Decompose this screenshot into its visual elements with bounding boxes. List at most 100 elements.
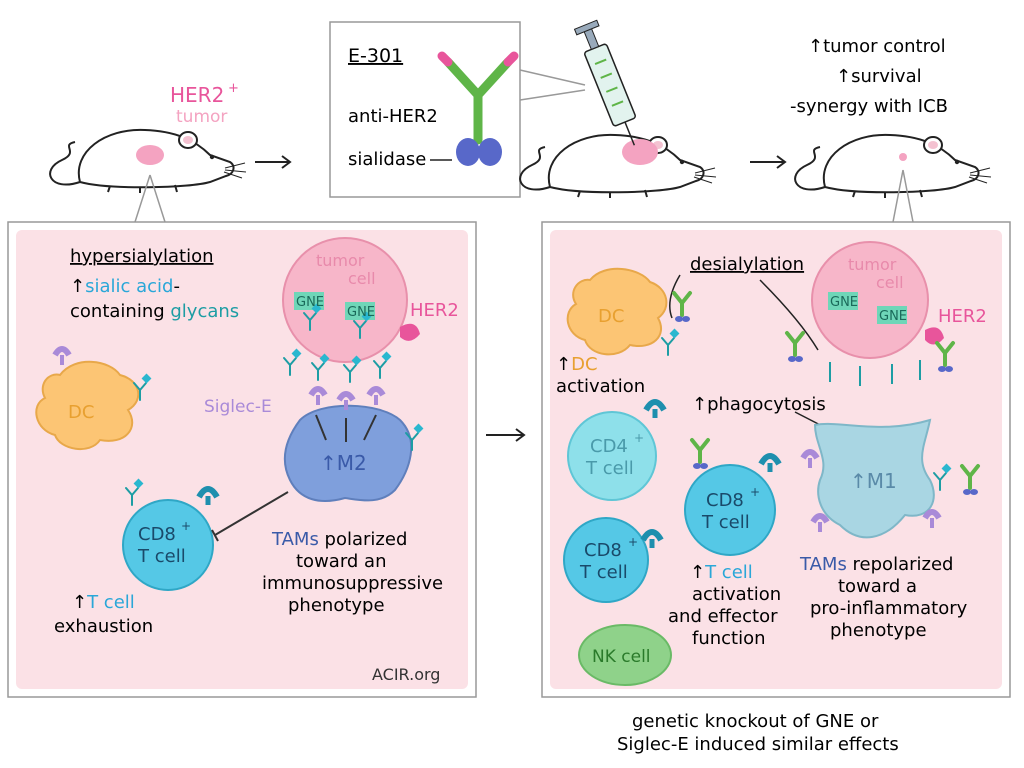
left-tcell-label: T cell (137, 546, 186, 567)
left-cd8-sup: + (181, 519, 191, 533)
dc-act-arrow: ↑ (556, 354, 571, 375)
right-tumor-word: tumor (848, 255, 897, 274)
zoom-lines (519, 69, 586, 101)
containing-word: containing (70, 301, 170, 322)
sialic-acid-line: ↑sialic acid- (70, 276, 180, 297)
tact-arrow: ↑ (690, 562, 705, 583)
dc-act-word: DC (571, 354, 597, 375)
right-tams-line1: TAMs repolarized (799, 554, 953, 575)
left-gne-1: GNE (296, 295, 324, 310)
sialic-acid-word: sialic acid (85, 276, 173, 297)
right-dc-label: DC (598, 306, 624, 327)
cd4-sup: + (634, 431, 644, 445)
footer-line2: Siglec-E induced similar effects (617, 734, 899, 755)
untreated-mouse (49, 128, 247, 194)
right-tams-line2: toward a (838, 576, 917, 597)
tumor-label: tumor (176, 107, 227, 127)
left-tams-line3: immunosuppressive (262, 573, 443, 594)
left-her2-label: HER2 (410, 300, 459, 321)
m2-macrophage (283, 389, 425, 502)
tact-tcell-word: T cell (704, 562, 753, 583)
dc-activation-line2: activation (556, 376, 645, 397)
left-tams-rest: polarized (319, 529, 408, 550)
cd4-label: CD4 (590, 436, 628, 457)
hypersialylation-title: hypersialylation (70, 246, 214, 267)
left-tumor-word: tumor (316, 251, 365, 270)
left-tumor-cell (282, 237, 420, 363)
left-zoom-lines (134, 174, 166, 223)
cd8b-label: CD8 (584, 540, 622, 561)
right-dc (566, 267, 692, 356)
tact-line1: ↑T cell (690, 562, 753, 583)
panel-arrow (486, 428, 526, 442)
cd8a-tcell-label: T cell (701, 512, 750, 533)
arrow-1 (255, 155, 292, 169)
cured-mouse (794, 133, 992, 199)
cd4-tcell-label: T cell (585, 458, 634, 479)
e301-title: E-301 (348, 45, 403, 67)
right-gne-1: GNE (830, 295, 858, 310)
exhaustion-line2: exhaustion (54, 616, 153, 637)
sialic-arrow: ↑ (70, 276, 85, 297)
right-zoom-lines (892, 169, 914, 223)
desialylation-pointers (669, 274, 819, 351)
right-tams-line4: phenotype (830, 620, 927, 641)
outcome-3: -synergy with ICB (790, 96, 948, 117)
e301-box (329, 21, 521, 198)
her2-plus-label: HER2 (170, 83, 224, 107)
nk-label: NK cell (592, 647, 651, 667)
nk-cell (578, 624, 672, 686)
desialylation-title: desialylation (690, 254, 804, 275)
right-gne-2: GNE (879, 309, 907, 324)
left-cd8-tcell (122, 477, 289, 591)
right-cell-word: cell (876, 273, 904, 292)
left-tams-line2: toward an (296, 551, 387, 572)
cd8a-sup: + (750, 485, 760, 499)
left-tams-word: TAMs (271, 529, 319, 550)
cd8b-tcell-label: T cell (579, 562, 628, 583)
glycans-word: glycans (170, 301, 239, 322)
m2-label: ↑M2 (320, 451, 367, 475)
left-cd8-label: CD8 (138, 524, 176, 545)
phagocytosis-label: ↑phagocytosis (692, 394, 826, 415)
cd8a-label: CD8 (706, 490, 744, 511)
sialic-dash: - (173, 276, 180, 297)
tact-line4: function (692, 628, 766, 649)
her2-superscript: + (228, 81, 239, 96)
tact-line3: and effector (668, 606, 778, 627)
exh-arrow: ↑ (72, 592, 87, 613)
left-dc-label: DC (68, 402, 94, 423)
treated-mouse (519, 133, 717, 199)
cd8b-sup: + (628, 535, 638, 549)
anti-her2-label: anti-HER2 (348, 106, 438, 127)
right-tams-word: TAMs (799, 554, 847, 575)
left-tams-line1: TAMs polarized (271, 529, 407, 550)
tact-line2: activation (692, 584, 781, 605)
arrow-2 (750, 155, 787, 169)
glycans-line: containing glycans (70, 301, 239, 322)
antibody-conjugate-diagram (430, 51, 519, 166)
right-her2-label: HER2 (938, 306, 987, 327)
right-desialylated-glycans (829, 360, 921, 386)
right-tumor-cell (785, 241, 955, 374)
tumor-spot (136, 145, 164, 165)
footer-line1: genetic knockout of GNE or (632, 711, 879, 732)
left-gne-2: GNE (347, 305, 375, 320)
right-tams-line3: pro-inflammatory (810, 598, 968, 619)
left-cell-word: cell (348, 269, 376, 288)
cd4-tcell (567, 402, 664, 501)
cd8-tcell-lower (563, 517, 661, 603)
exhaustion-line1: ↑T cell (72, 592, 135, 613)
exh-tcell-word: T cell (86, 592, 135, 613)
cd8-tcell-middle (684, 438, 779, 556)
left-dc (35, 349, 153, 451)
dc-activation-line1: ↑DC (556, 354, 598, 375)
sialidase-label: sialidase (348, 149, 426, 170)
m1-label: ↑M1 (850, 469, 897, 493)
syringe-icon (573, 19, 636, 146)
outcome-2: ↑survival (836, 66, 922, 87)
siglec-e-label: Siglec-E (204, 397, 272, 417)
right-tams-rest: repolarized (847, 554, 954, 575)
m1-macrophage (803, 418, 980, 539)
